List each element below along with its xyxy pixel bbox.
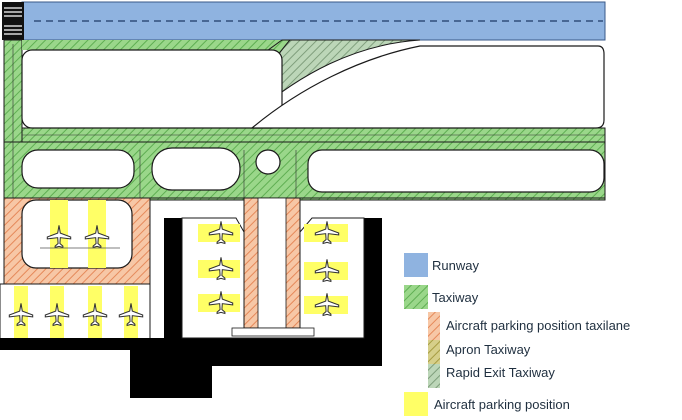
legend-swatch-parking [404, 392, 428, 416]
legend: Runway Taxiway Aircraft parking position… [404, 253, 630, 416]
threshold-marking-icon [2, 2, 24, 40]
legend-label-taxilane: Aircraft parking position taxilane [446, 318, 630, 333]
terminal-building [0, 218, 382, 398]
terminal-pier-right [364, 218, 382, 350]
legend-label-taxiway: Taxiway [432, 290, 479, 305]
infield-island-2 [151, 147, 241, 191]
legend-swatch-taxiway [404, 285, 428, 309]
taxiway-parallel-upper [22, 40, 290, 50]
legend-label-rapid-exit: Rapid Exit Taxiway [446, 365, 555, 380]
legend-swatch-rapid-exit [428, 364, 440, 388]
legend-label-apron-taxiway: Apron Taxiway [446, 342, 531, 357]
terminal-pier-left [164, 218, 182, 340]
infield-areas [21, 45, 605, 193]
infield-island-4 [307, 149, 605, 193]
infield-top-left [21, 49, 283, 129]
infield-island-3 [255, 149, 281, 175]
infield-island-1 [21, 149, 135, 189]
legend-swatch-runway [404, 253, 428, 277]
terminal-base [130, 350, 382, 398]
apron-left [0, 197, 151, 341]
legend-label-runway: Runway [432, 258, 479, 273]
apron-right [181, 197, 365, 339]
apron-stand-block [21, 199, 133, 269]
terminal-main [0, 338, 382, 350]
taxiway-edge-lines [4, 44, 605, 199]
taxilane-pier-center [257, 197, 287, 329]
legend-swatch-taxilane [428, 312, 440, 340]
legend-label-parking: Aircraft parking position [434, 397, 570, 412]
infield-top-right [250, 45, 605, 129]
legend-swatch-apron-taxiway [428, 340, 440, 364]
